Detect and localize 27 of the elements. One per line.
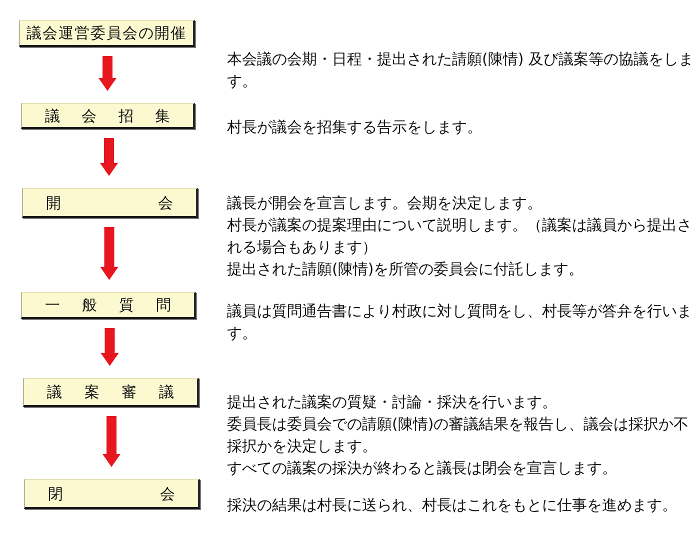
process-box: [24, 479, 200, 509]
process-box: [23, 378, 199, 407]
step-description: 提出された議案の質疑・討論・採決を行います。: [227, 392, 558, 413]
arrow: [102, 416, 120, 467]
step-label: 議会運営委員会の開催: [26, 24, 188, 42]
arrow: [98, 56, 116, 91]
process-box: [19, 20, 195, 47]
step-description: 村長が議会を招集する告示をします。: [227, 117, 483, 138]
step-description: 提出された請願(陳情)を所管の委員会に付託します。: [227, 259, 585, 280]
step-label: 議 会 招 集: [45, 106, 170, 124]
step-description: 議員は質問通告書により村政に対し質問をし、村長等が答弁を行います。: [227, 301, 693, 344]
step-label: 一 般 質 問: [45, 296, 171, 314]
step-label: 議 案 審 議: [47, 383, 174, 401]
arrow: [100, 138, 118, 176]
arrow: [100, 328, 119, 366]
step-description: 採決の結果は村長に送られ、村長はこれをもとに仕事を進めます。: [227, 495, 678, 516]
step-description: すべての議案の採決が終わると議長は閉会を宣言します。: [227, 458, 618, 479]
step-description: 委員長は委員会での請願(陳情)の審議結果を報告し、議会は採択か不採択かを決定します。: [227, 414, 690, 457]
step-label: 閉 会: [48, 484, 175, 502]
step-description: 議長が開会を宣言します。会期を決定します。: [227, 193, 543, 214]
process-box: [21, 292, 196, 319]
process-box: [22, 188, 198, 218]
step-label: 開 会: [46, 194, 173, 212]
arrow: [100, 227, 118, 280]
step-description: 本会議の会期・日程・提出された請願(陳情) 及び議案等の協議をします。: [227, 49, 694, 92]
step-description: 村長が議案の提案理由について説明します。（議案は議員から提出される場合もあります）: [227, 215, 693, 258]
process-box: [21, 103, 195, 129]
